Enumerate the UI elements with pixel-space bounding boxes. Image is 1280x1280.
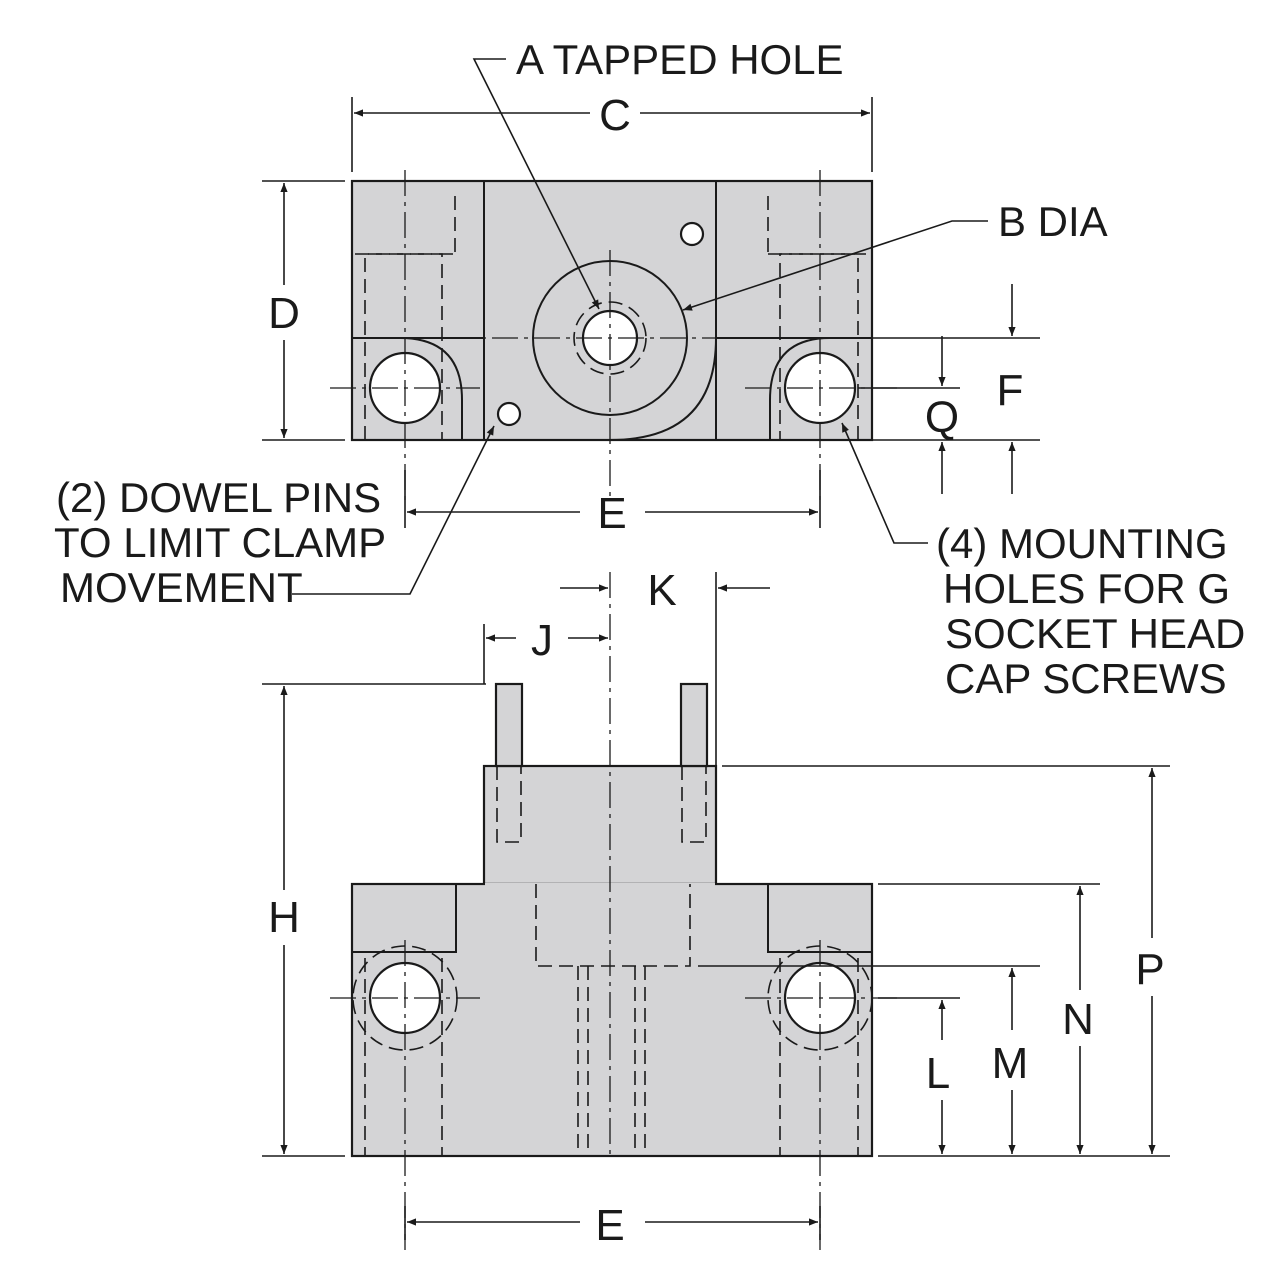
- mounting-holes-callout-line1: (4) MOUNTING: [936, 520, 1228, 567]
- base-block: [350, 882, 874, 1158]
- dim-q-label: Q: [925, 393, 959, 442]
- mounting-holes-callout-line4: CAP SCREWS: [945, 655, 1227, 702]
- dim-l-label: L: [926, 1049, 950, 1098]
- dim-m-label: M: [992, 1039, 1029, 1088]
- mounting-holes-callout-line2: HOLES FOR G: [943, 565, 1230, 612]
- callouts: A TAPPED HOLE B DIA (2) DOWEL PINS TO LI…: [54, 36, 1245, 702]
- dim-d-label: D: [268, 289, 300, 338]
- dim-p-label: P: [1135, 945, 1164, 994]
- dowel-pin-right: [679, 682, 709, 768]
- tapped-hole-callout: A TAPPED HOLE: [516, 36, 844, 83]
- dim-c-label: C: [599, 91, 631, 140]
- mounting-holes-callout-line3: SOCKET HEAD: [945, 610, 1245, 657]
- dowel-pins-callout-line1: (2) DOWEL PINS: [56, 474, 381, 521]
- dim-e-bottom-label: E: [595, 1201, 624, 1250]
- dim-k-label: K: [647, 566, 676, 615]
- dim-j-label: J: [531, 616, 553, 665]
- dim-e-top-label: E: [597, 489, 626, 538]
- dim-n-label: N: [1062, 995, 1094, 1044]
- clamp-block: [482, 764, 718, 886]
- front-view: [330, 572, 900, 1250]
- dowel-pins-callout-line3: MOVEMENT: [60, 564, 303, 611]
- bore-callout: B DIA: [998, 198, 1108, 245]
- dowel-hole-right: [679, 221, 705, 247]
- top-view: [330, 170, 900, 500]
- dowel-hole-left: [496, 401, 522, 427]
- dowel-pins-callout-line2: TO LIMIT CLAMP: [54, 519, 386, 566]
- dim-h-label: H: [268, 893, 300, 942]
- dowel-pin-left: [494, 682, 524, 768]
- dim-f-label: F: [997, 366, 1024, 415]
- top-view-dimensions: C D E F Q: [262, 91, 1040, 538]
- front-view-dimensions: J K H E L M N P: [262, 566, 1170, 1250]
